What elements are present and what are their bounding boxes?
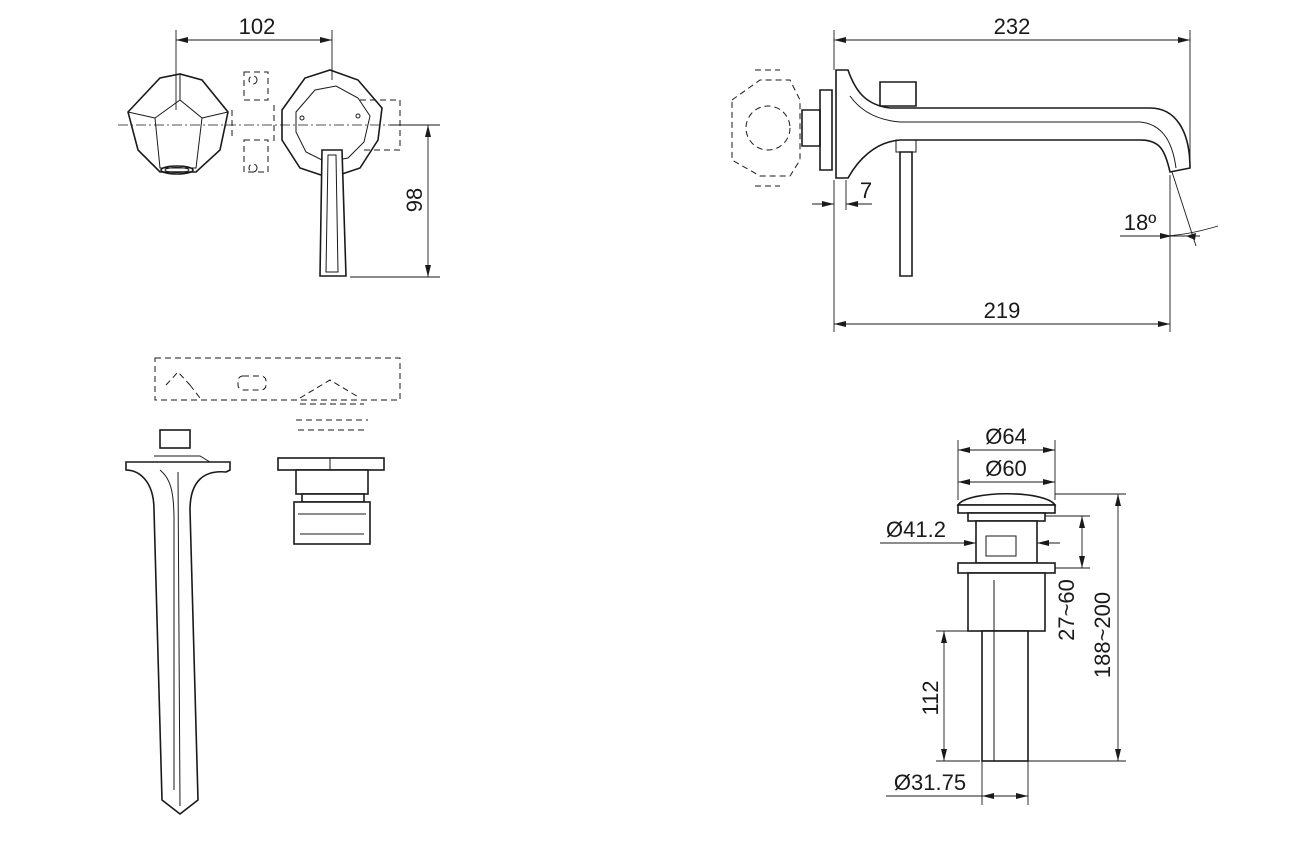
front-view: 102 98 (118, 14, 440, 278)
dim-label-112: 112 (918, 680, 943, 715)
dim-label-188-200: 188~200 (1090, 592, 1115, 678)
dim-drain-cap-outer: Ø64 (957, 424, 1056, 500)
dim-wall-gap: 7 (812, 178, 872, 210)
dim-spout-angle: 18º (1120, 171, 1219, 247)
dim-front-height: 98 (350, 124, 440, 278)
dim-label-219: 219 (984, 298, 1021, 323)
dim-label-o31: Ø31.75 (894, 770, 966, 795)
drain-view: Ø64 Ø60 Ø41.2 27~60 (880, 424, 1126, 805)
dim-drain-pipe: Ø31.75 (886, 761, 1029, 805)
dim-front-width: 102 (175, 14, 333, 110)
exploded-view (125, 357, 401, 816)
dim-drain-flange: Ø41.2 (880, 517, 1060, 546)
spout-front (127, 73, 229, 175)
dim-label-18: 18º (1124, 210, 1157, 235)
dim-drain-adjust: 27~60 (1045, 515, 1090, 641)
dim-drain-cap-inner: Ø60 (958, 456, 1055, 485)
drain-body (956, 493, 1057, 762)
valve-body-dashed (731, 69, 801, 187)
dim-drain-tail: 112 (918, 630, 980, 762)
dim-label-7: 7 (860, 178, 872, 203)
dim-label-27-60: 27~60 (1054, 579, 1079, 641)
dim-label-102: 102 (239, 14, 276, 39)
spout-side (801, 69, 1191, 277)
dim-side-spout: 219 (833, 175, 1171, 332)
cartridge (277, 457, 385, 545)
dim-side-total: 232 (833, 14, 1191, 160)
dim-drain-total: 188~200 (1028, 493, 1126, 762)
dim-label-o41: Ø41.2 (886, 517, 946, 542)
handle-front (281, 69, 383, 277)
dim-label-o60: Ø60 (985, 456, 1027, 481)
dim-label-o64: Ø64 (985, 424, 1027, 449)
dim-label-98: 98 (402, 188, 427, 212)
dim-label-232: 232 (994, 14, 1031, 39)
side-view: 232 219 7 18º (731, 14, 1219, 332)
spout-elongated (125, 429, 231, 816)
